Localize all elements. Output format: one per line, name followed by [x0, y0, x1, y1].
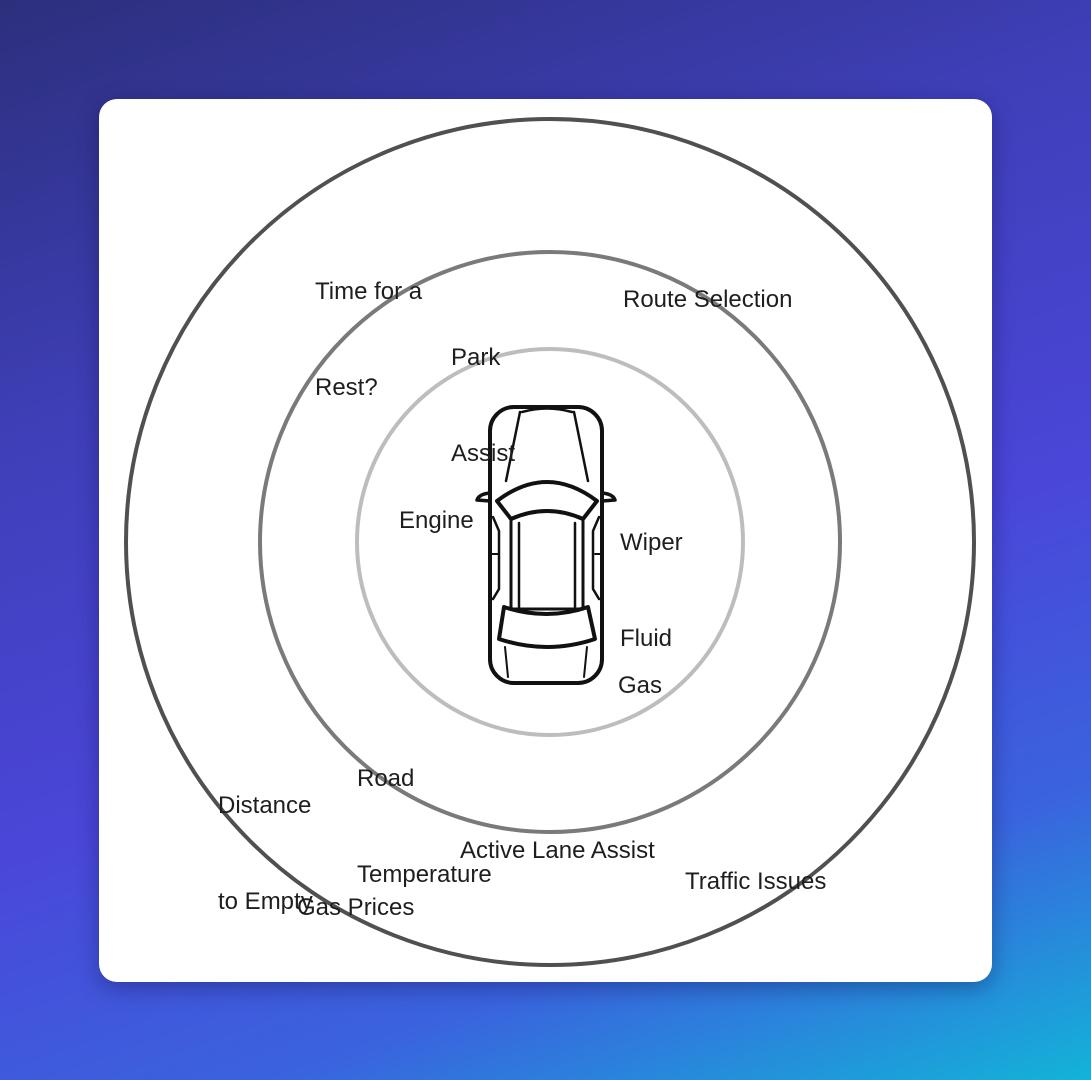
inner-ring — [355, 347, 745, 737]
label-active-lane-assist: Active Lane Assist — [460, 771, 655, 931]
label-distance-to-empty-line-1: Distance — [218, 792, 312, 819]
label-gas-line-1: Gas — [618, 672, 663, 699]
diagram-card: Time for a Rest? Route Selection Distanc… — [99, 99, 992, 982]
label-wiper-fluid: Wiper Fluid — [620, 463, 683, 719]
label-traffic-issues-line-1: Traffic Issues — [685, 868, 827, 895]
label-distance-to-empty-line-2: to Empty — [218, 888, 313, 915]
car-top-view-icon — [475, 405, 617, 685]
label-park-assist-line-2: Assist — [451, 440, 516, 467]
middle-ring — [258, 250, 842, 834]
label-distance-to-empty: Distance to Empty — [218, 726, 313, 982]
label-gas-prices: Gas Prices — [297, 828, 414, 982]
ring-diagram — [124, 117, 976, 967]
label-gas: Gas — [618, 606, 662, 766]
label-time-for-a-rest: Time for a Rest? — [315, 212, 422, 468]
label-road-temperature-line-2: Temperature — [357, 861, 492, 888]
label-active-lane-assist-line-1: Active Lane Assist — [460, 837, 655, 864]
label-engine: Engine — [399, 441, 474, 601]
label-gas-prices-line-1: Gas Prices — [297, 894, 415, 921]
label-time-for-a-rest-line-2: Rest? — [315, 374, 378, 401]
label-traffic-issues: Traffic Issues — [685, 802, 826, 962]
label-park-assist: Park Assist — [451, 278, 515, 534]
label-wiper-fluid-line-2: Fluid — [620, 625, 673, 652]
label-park-assist-line-1: Park — [451, 344, 501, 371]
label-road-temperature-line-1: Road — [357, 765, 415, 792]
label-route-selection-line-1: Route Selection — [623, 286, 793, 313]
label-time-for-a-rest-line-1: Time for a — [315, 278, 423, 305]
outer-ring — [124, 117, 976, 967]
label-wiper-fluid-line-1: Wiper — [620, 529, 683, 556]
label-route-selection: Route Selection — [623, 220, 792, 380]
label-road-temperature: Road Temperature — [357, 699, 492, 955]
label-engine-line-1: Engine — [399, 507, 474, 534]
